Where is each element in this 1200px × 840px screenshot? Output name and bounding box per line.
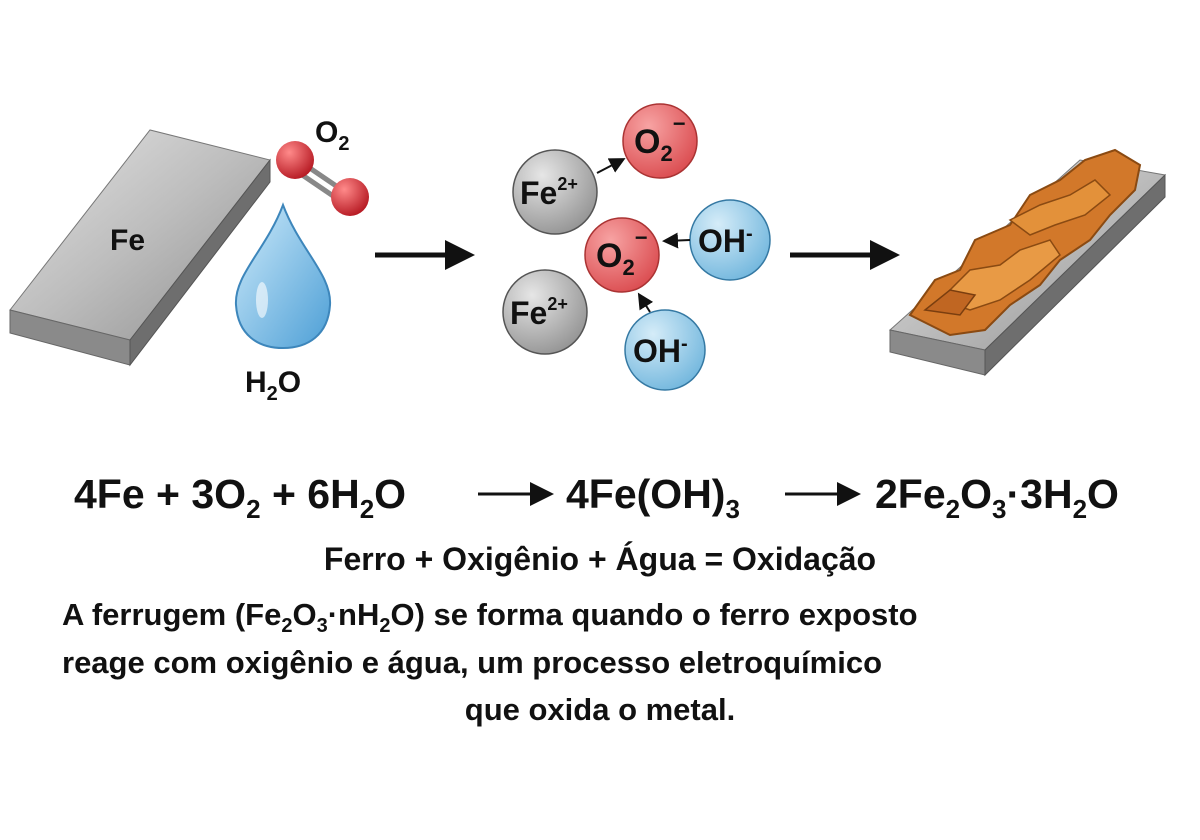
water-drop-icon	[234, 202, 332, 350]
ion-o2-top: O2−	[622, 103, 698, 179]
iron-label: Fe	[110, 224, 145, 257]
small-arrow-oh-to-o2	[662, 232, 691, 249]
oxygen-label: O2	[315, 116, 349, 155]
equation-intermediate: 4Fe(OH)3	[566, 471, 740, 524]
ion-oh-bottom: OH-	[624, 309, 706, 391]
small-arrow-oh-bottom-to-o2	[637, 292, 654, 313]
svg-text:Fe2+: Fe2+	[520, 174, 578, 211]
rusted-iron-plate	[888, 148, 1167, 377]
svg-text:Fe2+: Fe2+	[510, 294, 568, 331]
description-line-3: que oxida o metal.	[465, 692, 735, 727]
equation-product: 2Fe2O3·3H2O	[875, 471, 1119, 524]
ion-fe-bottom: Fe2+	[502, 269, 588, 355]
svg-text:OH-: OH-	[633, 333, 688, 369]
ion-oh-right: OH-	[689, 199, 771, 281]
oxygen-molecule-icon	[276, 141, 369, 216]
svg-text:O2−: O2−	[634, 111, 686, 166]
water-label: H2O	[245, 366, 301, 405]
iron-bar: Fe	[9, 129, 271, 367]
small-arrow-fe-to-o2	[596, 158, 626, 174]
svg-text:OH-: OH-	[698, 223, 753, 259]
word-equation: Ferro + Oxigênio + Água = Oxidação	[324, 541, 876, 577]
chemical-equation: 4Fe + 3O2 + 6H2O	[74, 471, 406, 524]
ion-fe-top: Fe2+	[512, 149, 598, 235]
ion-o2-middle: O2−	[584, 217, 660, 293]
description-line-2: reage com oxigênio e água, um processo e…	[62, 645, 882, 680]
svg-text:O2−: O2−	[596, 225, 648, 280]
description-line-1: A ferrugem (Fe2O3·nH2O) se forma quando …	[62, 597, 918, 637]
